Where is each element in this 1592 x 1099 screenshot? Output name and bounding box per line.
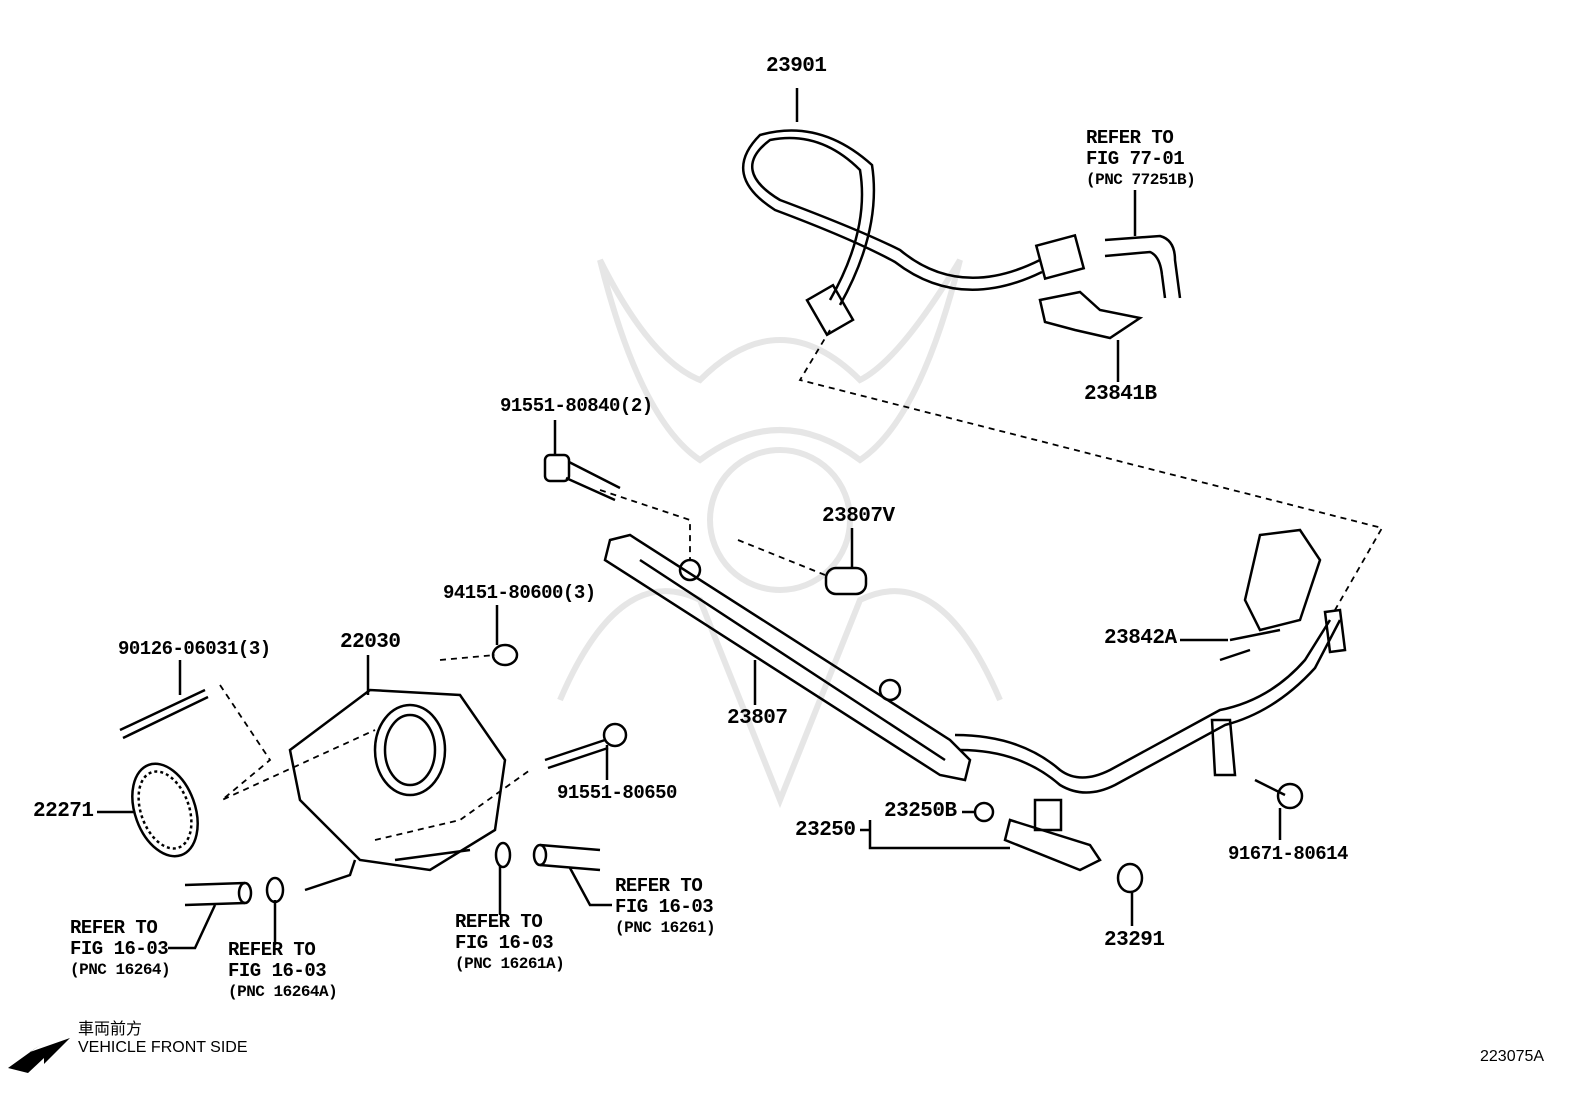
orientation-japanese: 車両前方 [78, 1021, 143, 1038]
ref-pnc: (PNC 16261A) [455, 955, 565, 973]
ref-line: FIG 16-03 [228, 960, 327, 982]
part-label-23250: 23250 [795, 819, 856, 842]
ref-line: REFER TO [70, 917, 158, 939]
ref-line: REFER TO [228, 939, 316, 961]
part-label-23842A: 23842A [1104, 627, 1177, 650]
arrow-down-left-icon [8, 1038, 70, 1073]
orientation-english: VEHICLE FRONT SIDE [78, 1039, 248, 1056]
part-label-90126-06031: 90126-06031(3) [118, 638, 271, 660]
part-label-22271: 22271 [33, 800, 94, 823]
bolt-91551-80840 [543, 420, 621, 502]
part-label-23250B: 23250B [884, 800, 957, 823]
fuel-hose-23901 [742, 88, 1086, 337]
ref-line: FIG 77-01 [1086, 148, 1185, 170]
part-label-94151-80600: 94151-80600(3) [443, 582, 596, 604]
figure-code: 223075A [1480, 1048, 1545, 1065]
insulator-23807V [824, 528, 868, 596]
pipe-77251B [1104, 234, 1182, 299]
fuel-delivery-pipe-23807 [603, 533, 972, 782]
ref-line: FIG 16-03 [70, 938, 169, 960]
clamp-23842A [1219, 528, 1322, 662]
injector-23250 [860, 798, 1102, 872]
ref-pnc: (PNC 16264A) [228, 983, 338, 1001]
part-label-91671-80614: 91671-80614 [1228, 843, 1348, 865]
ref-line: REFER TO [455, 911, 543, 933]
ref-line: FIG 16-03 [455, 932, 554, 954]
hoses-and-clamps [168, 841, 612, 950]
part-label-91551-80650: 91551-80650 [557, 782, 677, 804]
ref-pnc: (PNC 77251B) [1086, 171, 1196, 189]
part-label-23807: 23807 [727, 707, 788, 730]
assembly-lines [219, 329, 1384, 841]
ref-line: REFER TO [1086, 127, 1174, 149]
stud-90126-06031 [119, 660, 209, 740]
part-label-23291: 23291 [1104, 929, 1165, 952]
ref-line: REFER TO [615, 875, 703, 897]
nut-94151-80600 [491, 605, 519, 667]
part-label-22030: 22030 [340, 631, 401, 654]
ref-line: FIG 16-03 [615, 896, 714, 918]
clip-23841B [1038, 290, 1144, 340]
ref-pnc: (PNC 16264) [70, 961, 171, 979]
o-ring-23250B [973, 801, 995, 823]
bolt-91671-80614 [1254, 778, 1304, 840]
ref-pnc: (PNC 16261) [615, 919, 716, 937]
part-label-23841B: 23841B [1084, 383, 1157, 406]
fuel-pipe [954, 619, 1342, 794]
part-label-23807V: 23807V [822, 505, 895, 528]
part-label-91551-80840: 91551-80840(2) [500, 395, 653, 417]
throttle-body-22030 [288, 655, 507, 892]
part-label-23901: 23901 [766, 55, 827, 78]
insulator-23291 [1116, 862, 1144, 894]
gasket-22271 [97, 762, 199, 858]
bolt-91551-80650 [544, 722, 628, 780]
